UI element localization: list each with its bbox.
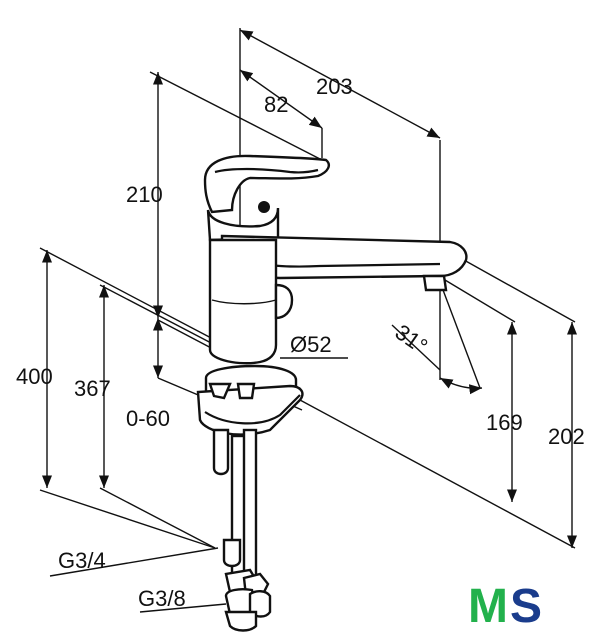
dim-52-label: Ø52	[290, 332, 332, 357]
dim-169-label: 169	[486, 410, 523, 435]
logo-letter-s: S	[510, 580, 542, 633]
logo-letter-m: M	[468, 580, 508, 633]
dim-367-label: 367	[74, 376, 111, 401]
dim-g34-label: G3/4	[58, 548, 106, 573]
dim-31-label: 31°	[391, 319, 433, 359]
dim-g38-label: G3/8	[138, 586, 186, 611]
dimension-labels: 203 82 210 400 367 0-60 Ø52 31° 169 202 …	[16, 74, 585, 611]
extension-lines	[39, 28, 576, 549]
ms-logo: M S	[468, 580, 542, 633]
dim-82-label: 82	[264, 92, 288, 117]
dim-400-label: 400	[16, 364, 53, 389]
dim-210-label: 210	[126, 182, 163, 207]
dim-202-label: 202	[548, 424, 585, 449]
dimension-lines	[41, 29, 578, 613]
dim-0-60-label: 0-60	[126, 406, 170, 431]
dim-203-label: 203	[316, 74, 353, 99]
faucet-body	[196, 154, 468, 632]
